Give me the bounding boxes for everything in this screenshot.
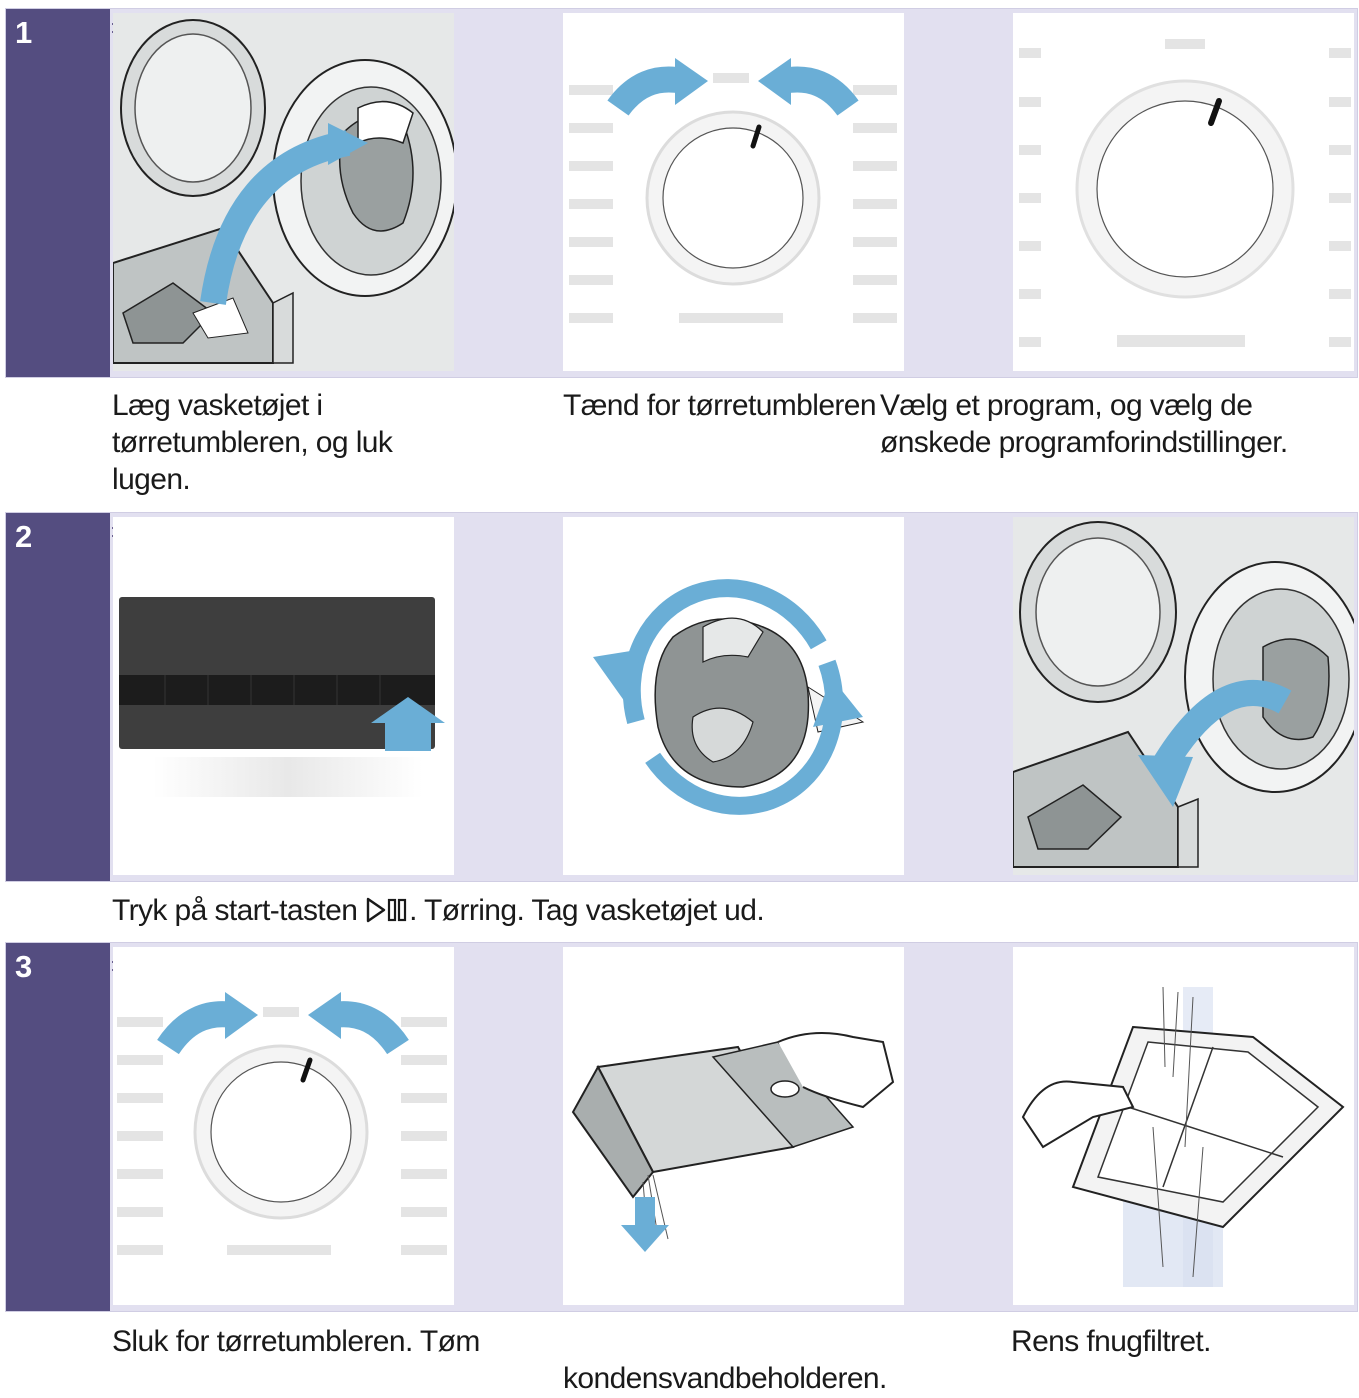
- illustration-drying-rotation: [563, 517, 904, 875]
- step-number-badge: 1: [6, 9, 110, 377]
- caption-drying: Tørring.: [424, 894, 525, 927]
- step-number-badge: 3: [6, 943, 110, 1311]
- caption-program-select: Vælg et program, og vælg de ønskede prog…: [880, 387, 1350, 461]
- step-number: 1: [15, 15, 33, 50]
- illustration-load-laundry: [113, 13, 454, 371]
- illustration-power-off-dial: [113, 947, 454, 1305]
- caption-load-laundry: Læg vasketøjet i tørretumbleren, og luk …: [112, 389, 393, 496]
- caption-unload: Tag vasketøjet ud.: [531, 894, 765, 927]
- caption-start-prefix: Tryk på start-tasten: [112, 894, 358, 927]
- caption-clean-filter: Rens fnugfiltret.: [1011, 1325, 1212, 1358]
- caption-power-off: Sluk for tørretumbleren. Tøm: [112, 1323, 480, 1360]
- illustration-empty-condenser: [563, 947, 904, 1305]
- step-number: 2: [15, 519, 33, 554]
- step-number-badge: 2: [6, 513, 110, 881]
- step-number: 3: [15, 949, 33, 984]
- play-pause-icon: [366, 897, 407, 923]
- caption-empty-prefix: Tøm: [419, 1325, 480, 1358]
- caption-power-off-text: Sluk for tørretumbleren.: [112, 1325, 413, 1358]
- illustration-unload-laundry: [1013, 517, 1354, 875]
- caption-power-on: Tænd for tørretumbleren: [563, 389, 877, 422]
- illustration-power-on-dial: [563, 13, 904, 371]
- caption-program-text: Vælg et program, og vælg de ønskede prog…: [880, 389, 1288, 459]
- illustration-start-button: [113, 517, 454, 875]
- caption-empty-condenser: kondensvandbeholderen.: [563, 1362, 887, 1395]
- illustration-program-dial: [1013, 13, 1354, 371]
- illustration-clean-filter: [1013, 947, 1354, 1305]
- caption-step-2: Tryk på start-tasten . Tørring. Tag vask…: [112, 892, 765, 929]
- caption-start-suffix: .: [409, 894, 417, 927]
